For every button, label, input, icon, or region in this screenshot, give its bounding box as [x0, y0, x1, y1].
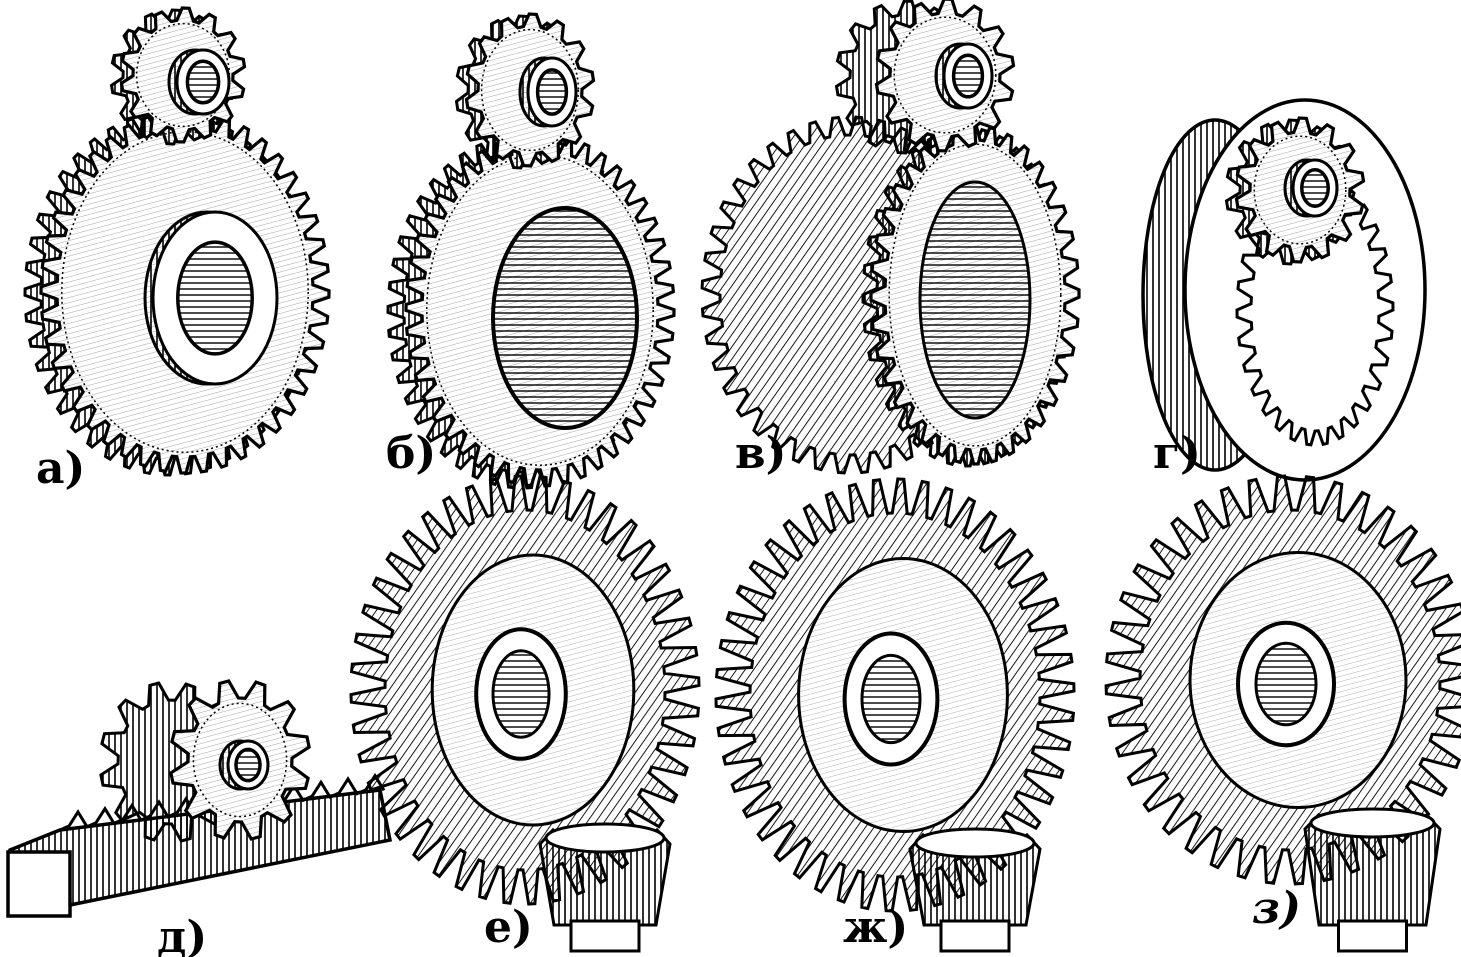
- internal-pinion-g-bore: [1300, 168, 1330, 208]
- herringbone-pinion-v-bore: [951, 53, 985, 99]
- bevel-gear-e: [349, 474, 701, 906]
- label-d: д): [157, 912, 208, 957]
- spur-gear-large-a-bore: [176, 240, 254, 356]
- label-e: е): [484, 902, 533, 953]
- spiral-bevel-pinion-z: [1303, 807, 1442, 953]
- bevel-pinion-zh-top: [914, 827, 1036, 859]
- herringbone-bore-v: [918, 180, 1032, 420]
- bevel-pinion-e: [538, 822, 672, 953]
- helical-pinion-b-pitch-line: [480, 28, 580, 152]
- rack-pinion-d: [99, 679, 311, 843]
- rack-pinion-d-bore: [234, 747, 262, 783]
- spiral-bevel-pinion-z-shaft: [1337, 919, 1408, 953]
- internal-pinion-g: [1224, 116, 1366, 266]
- label-v: в): [735, 428, 787, 479]
- helical-gear-bore-b: [491, 206, 639, 430]
- label-b: б): [386, 428, 437, 479]
- helical-pinion-b-bore: [535, 68, 569, 116]
- spiral-bevel-gear-z-bore: [1254, 641, 1318, 727]
- bevel-pinion-e-top: [544, 822, 666, 854]
- herringbone-pinion-v: [834, 0, 1016, 155]
- label-z: з): [1252, 883, 1301, 934]
- spur-pinion-a: [109, 6, 247, 146]
- internal-pinion-g-pitch-line: [1253, 135, 1347, 245]
- bevel-pinion-e-shaft: [569, 919, 641, 953]
- bevel-gear-zh-bore: [860, 653, 922, 745]
- herringbone-gear-face-v-pitch-line: [888, 143, 1062, 447]
- label-g: г): [1153, 428, 1201, 479]
- spur-gear-large-a: [23, 109, 331, 477]
- label-a: а): [36, 443, 86, 494]
- spur-pinion-a-bore: [185, 59, 221, 105]
- label-zh: ж): [843, 902, 909, 953]
- bevel-pinion-zh-shaft: [939, 919, 1011, 953]
- bevel-gear-e-bore: [491, 649, 551, 739]
- herringbone-pinion-v-pitch-line: [893, 16, 997, 134]
- rack-pinion-d-pitch-line: [192, 702, 288, 818]
- helical-pinion-b: [454, 12, 596, 170]
- bevel-pinion-zh: [908, 827, 1042, 953]
- spiral-bevel-pinion-z-top: [1309, 807, 1436, 839]
- rack-end-face: [6, 850, 72, 918]
- spiral-bevel-gear-z: [1104, 474, 1461, 886]
